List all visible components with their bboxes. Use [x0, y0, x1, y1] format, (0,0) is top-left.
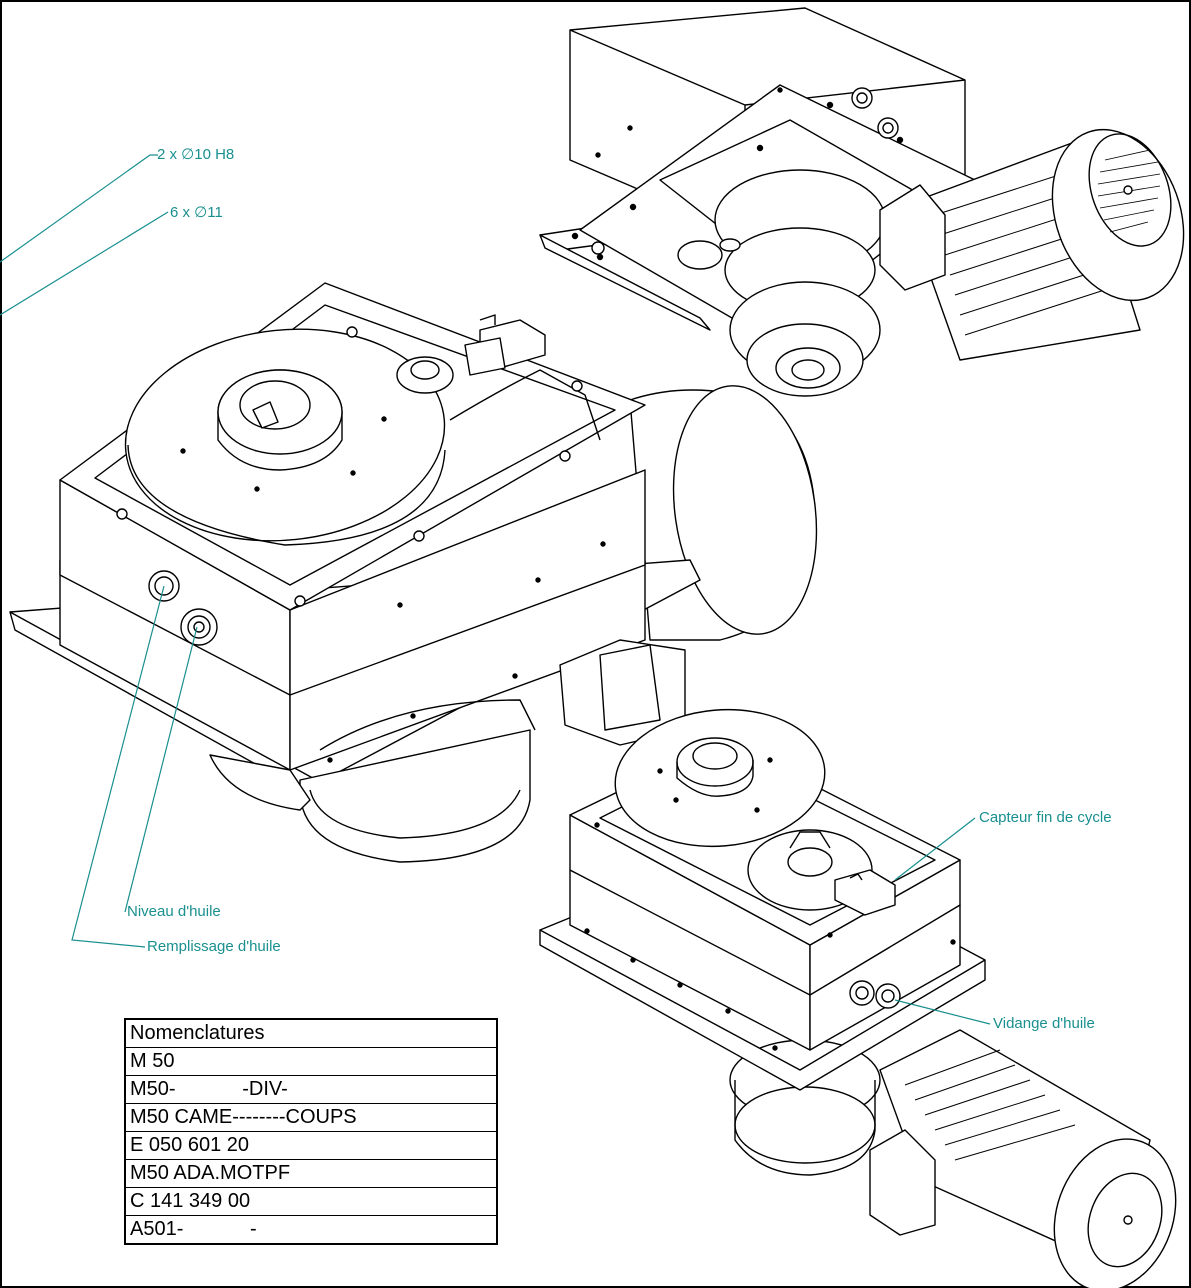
- leader-cycle-sensor: [894, 817, 976, 881]
- nomenclature-item: E 050 601 20: [124, 1131, 498, 1160]
- nomenclature-title: Nomenclatures: [124, 1018, 498, 1048]
- callout-oil-level: Niveau d'huile: [127, 903, 221, 920]
- table-row: E 050 601 20: [124, 1131, 498, 1160]
- underside-view: [539, 7, 1185, 397]
- table-row: C 141 349 00: [124, 1187, 498, 1216]
- table-row: A501- -: [124, 1215, 498, 1245]
- callout-holes-bolts: 6 x ∅11: [170, 204, 223, 221]
- leader-holes-bolts: [0, 211, 169, 316]
- nomenclature-item: C 141 349 00: [124, 1187, 498, 1216]
- table-row: M 50: [124, 1047, 498, 1076]
- table-row: Nomenclatures: [124, 1018, 498, 1048]
- leader-holes-pins: [0, 154, 158, 263]
- table-row: M50 CAME--------COUPS: [124, 1103, 498, 1132]
- callout-holes-pins: 2 x ∅10 H8: [157, 146, 235, 163]
- table-row: M50 ADA.MOTPF: [124, 1159, 498, 1188]
- leader-oil-fill: [71, 585, 165, 948]
- nomenclature-item: M 50: [124, 1047, 498, 1076]
- callout-cycle-sensor: Capteur fin de cycle: [979, 809, 1112, 826]
- top-view-small: [539, 708, 1177, 1288]
- callout-oil-drain: Vidange d'huile: [993, 1015, 1095, 1032]
- nomenclature-item: A501- -: [124, 1215, 498, 1245]
- nomenclature-item: M50- -DIV-: [124, 1075, 498, 1104]
- leader-oil-drain: [894, 999, 991, 1025]
- callout-oil-fill: Remplissage d'huile: [147, 938, 281, 955]
- nomenclature-item: M50 ADA.MOTPF: [124, 1159, 498, 1188]
- table-row: M50- -DIV-: [124, 1075, 498, 1104]
- main-view: [9, 282, 818, 863]
- nomenclature-table: Nomenclatures M 50 M50- -DIV- M50 CAME--…: [124, 1018, 498, 1245]
- leader-oil-level: [124, 626, 198, 913]
- leader-lines: [0, 154, 991, 1025]
- nomenclature-item: M50 CAME--------COUPS: [124, 1103, 498, 1132]
